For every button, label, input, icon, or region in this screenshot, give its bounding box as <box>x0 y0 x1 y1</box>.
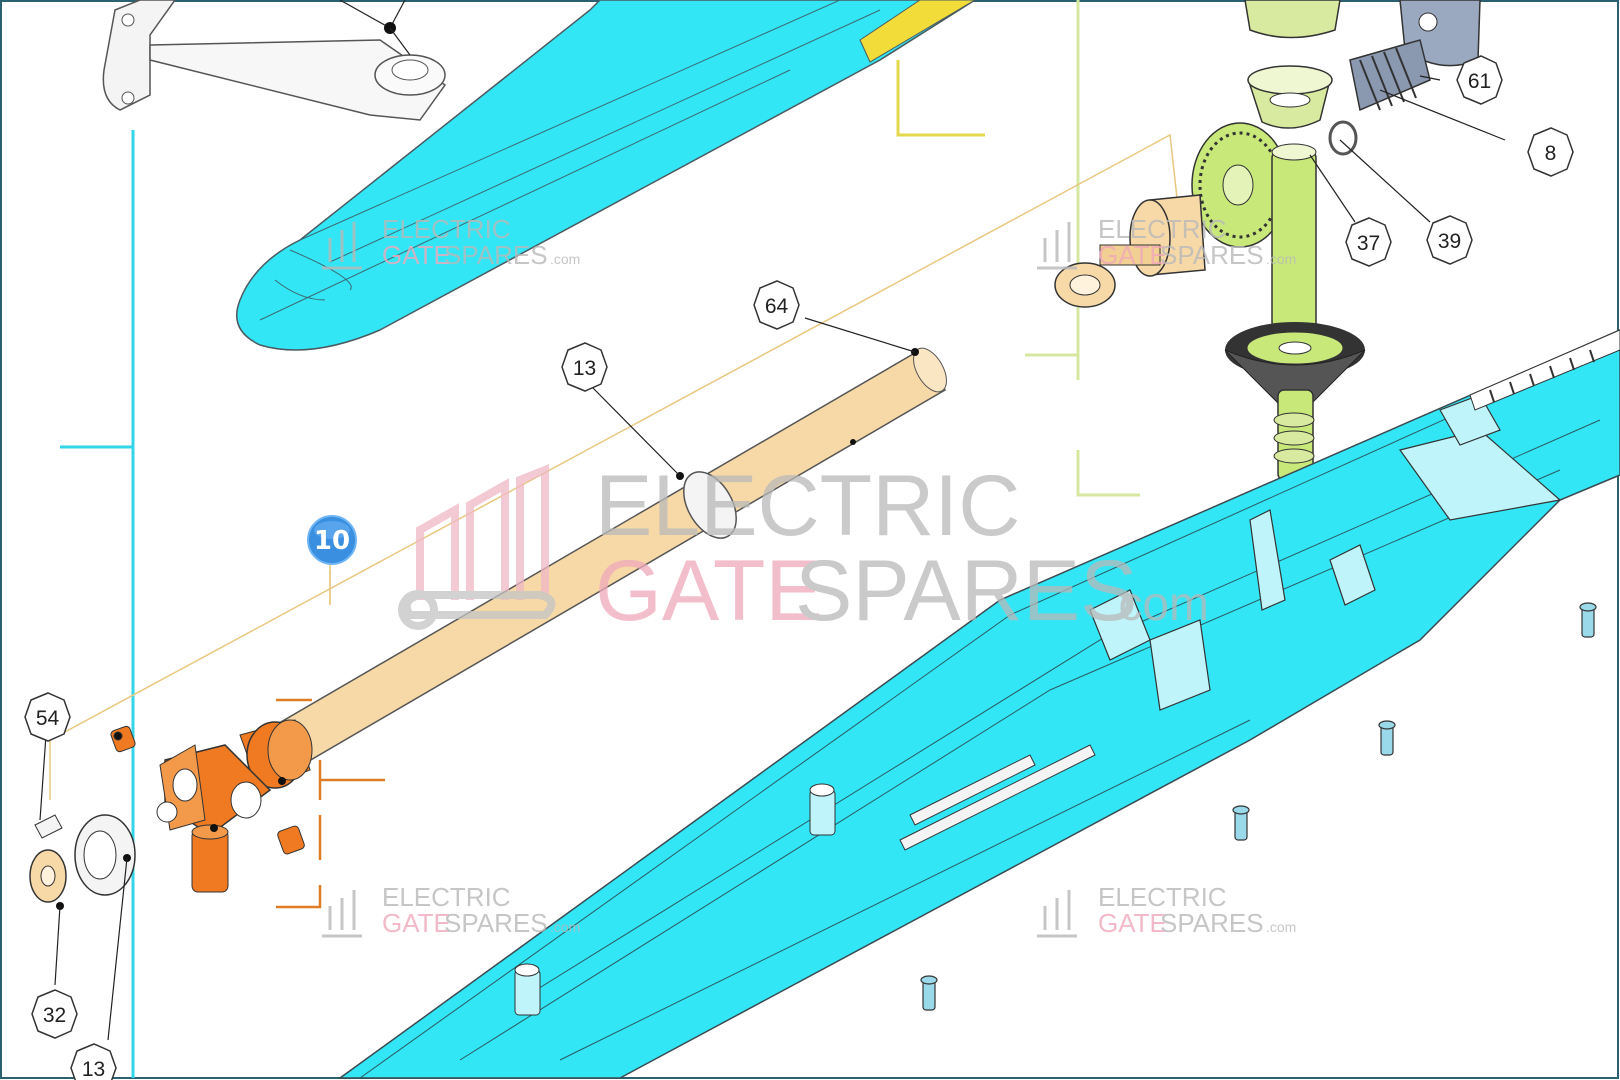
mounting-bracket <box>102 0 447 121</box>
watermark-small-2-suffix: .com <box>1266 251 1296 267</box>
watermark-small-4-word2b: SPARES <box>1160 908 1264 938</box>
watermark-small-3-word1: ELECTRIC <box>382 882 511 912</box>
assembly-badge-label: 10 <box>314 526 350 556</box>
callout-37-label: 37 <box>1357 232 1380 255</box>
watermark-small-3-word2b: SPARES <box>444 908 548 938</box>
watermark-small-3: ELECTRIC GATE SPARES .com <box>322 882 580 938</box>
orange-guide-brackets <box>276 698 385 909</box>
callout-64: 64 <box>753 280 800 330</box>
watermark-small-4-word1: ELECTRIC <box>1098 882 1227 912</box>
callout-61-label: 61 <box>1468 70 1491 93</box>
callout-13-bottom-label: 13 <box>82 1058 105 1080</box>
callout-13-top-label: 13 <box>573 357 596 380</box>
callout-61: 61 <box>1456 55 1503 105</box>
callout-8-label: 8 <box>1545 142 1557 165</box>
watermark-small-2-word1: ELECTRIC <box>1098 214 1227 244</box>
watermark-logo-icon <box>322 222 362 270</box>
watermark-logo-icon <box>398 464 556 630</box>
callout-8: 8 <box>1527 127 1574 177</box>
loose-screws <box>920 602 1597 1011</box>
leader-lines <box>39 75 1506 1041</box>
gear-assembly <box>1054 0 1481 481</box>
watermark-suffix: .com <box>1105 578 1209 631</box>
watermark-logo-icon <box>1037 222 1077 270</box>
callout-39-label: 39 <box>1438 230 1461 253</box>
watermark-small-1-word2b: SPARES <box>444 240 548 270</box>
watermark-logo-icon <box>1037 890 1077 938</box>
watermark-small-1-word1: ELECTRIC <box>382 214 511 244</box>
callout-32-label: 32 <box>43 1004 66 1027</box>
guide-bracket-yellow <box>896 60 985 137</box>
universal-joint <box>156 719 313 893</box>
watermark-small-4-word2a: GATE <box>1098 908 1167 938</box>
callout-64-label: 64 <box>765 295 789 318</box>
upper-arm <box>236 0 977 351</box>
watermark-small-4: ELECTRIC GATE SPARES .com <box>1037 882 1296 938</box>
callout-54-label: 54 <box>36 707 60 730</box>
watermark-word-spares: SPARES <box>795 543 1138 639</box>
watermark-center: ELECTRIC GATE SPARES .com <box>398 458 1209 639</box>
callout-13-top: 13 <box>561 342 608 392</box>
watermark-small-1-word2a: GATE <box>382 240 451 270</box>
watermark-word-electric: ELECTRIC <box>595 458 1020 554</box>
bushings <box>110 725 305 855</box>
lower-arm-housing <box>337 329 1620 1079</box>
guide-bracket-green <box>1025 353 1140 497</box>
watermark-small-1-suffix: .com <box>550 251 580 267</box>
watermark-small-2: ELECTRIC GATE SPARES .com <box>1037 214 1296 270</box>
callout-39: 39 <box>1426 215 1473 265</box>
callout-13-bottom: 13 <box>70 1043 117 1080</box>
watermark-small-2-word2b: SPARES <box>1160 240 1264 270</box>
callout-54: 54 <box>24 692 71 742</box>
watermark-small-4-suffix: .com <box>1266 919 1296 935</box>
callout-37: 37 <box>1345 217 1392 267</box>
watermark-word-gate: GATE <box>595 543 823 639</box>
assembly-badge[interactable]: 10 <box>307 515 357 605</box>
callout-32: 32 <box>31 989 78 1039</box>
watermark-small-3-word2a: GATE <box>382 908 451 938</box>
bottom-left-parts <box>29 814 136 910</box>
watermark-small-2-word2a: GATE <box>1098 240 1167 270</box>
watermark-small-3-suffix: .com <box>550 919 580 935</box>
watermark-logo-icon <box>322 890 362 938</box>
watermark-small-1: ELECTRIC GATE SPARES .com <box>322 214 580 270</box>
